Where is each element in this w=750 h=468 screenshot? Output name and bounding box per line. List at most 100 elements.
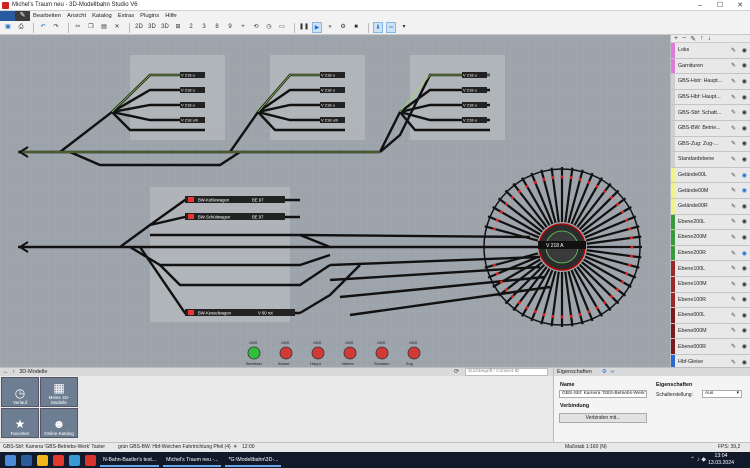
- pin-icon[interactable]: ✎: [730, 141, 736, 148]
- stall-signal[interactable]: [569, 314, 573, 318]
- add-layer-icon[interactable]: +: [674, 35, 679, 42]
- paste-icon[interactable]: ▤: [101, 24, 107, 30]
- copy-icon[interactable]: ❐: [88, 24, 94, 30]
- stall-signal[interactable]: [560, 175, 564, 179]
- tray-icons[interactable]: ⌃ ♪ ◆: [690, 457, 706, 463]
- signal-button[interactable]: [247, 346, 261, 360]
- cut-icon[interactable]: ✂: [75, 24, 81, 30]
- menu-hilfe[interactable]: Hilfe: [165, 13, 177, 19]
- view-2d-button[interactable]: 2D: [135, 24, 143, 30]
- menu-bearbeiten[interactable]: Bearbeiten: [33, 13, 62, 19]
- layer-row[interactable]: Ebene200M✎◉: [671, 230, 750, 246]
- stall-signal[interactable]: [551, 314, 555, 318]
- eye-icon[interactable]: ◉: [741, 281, 747, 288]
- stall-signal[interactable]: [621, 280, 625, 284]
- pin-icon[interactable]: ✎: [730, 266, 736, 273]
- stall-signal[interactable]: [569, 176, 573, 180]
- signal-button[interactable]: [407, 346, 421, 360]
- pin-icon[interactable]: ✎: [730, 172, 736, 179]
- stall-signal[interactable]: [603, 189, 607, 193]
- layer-row[interactable]: Ebene000R✎◉: [671, 339, 750, 355]
- stall-signal[interactable]: [629, 254, 633, 258]
- back-arrow-icon[interactable]: ←: [3, 369, 9, 375]
- layer-row[interactable]: GBS-Sbf: Schatt...✎◉: [671, 105, 750, 121]
- num-button-9[interactable]: 9: [228, 24, 232, 30]
- eye-icon[interactable]: ◉: [741, 47, 747, 54]
- stall-signal[interactable]: [587, 310, 591, 314]
- stall-signal[interactable]: [511, 294, 515, 298]
- edit-layer-icon[interactable]: ✎: [690, 35, 697, 43]
- stall-signal[interactable]: [499, 210, 503, 214]
- stall-signal[interactable]: [492, 263, 496, 267]
- eye-icon[interactable]: ◉: [741, 94, 747, 101]
- stall-signal[interactable]: [495, 218, 499, 222]
- stall-signal[interactable]: [628, 227, 632, 231]
- eye-icon[interactable]: ◉: [741, 78, 747, 85]
- stop-icon[interactable]: ■: [354, 24, 358, 30]
- move-up-icon[interactable]: ↑: [700, 35, 704, 42]
- edge-icon[interactable]: [69, 454, 80, 466]
- clock-icon[interactable]: ◷: [266, 24, 272, 30]
- stall-signal[interactable]: [499, 280, 503, 284]
- stall-signal[interactable]: [517, 301, 521, 305]
- pin-icon[interactable]: ✎: [730, 328, 736, 335]
- eye-icon[interactable]: ◉: [741, 359, 747, 366]
- eye-icon[interactable]: ◉: [741, 266, 747, 273]
- stall-signal[interactable]: [525, 184, 529, 188]
- pin-icon[interactable]: ✎: [730, 234, 736, 241]
- eye-icon[interactable]: ◉: [741, 328, 747, 335]
- layout-canvas[interactable]: BW-Kohlewagen BE 97 BW-Schüttwagen BE 97…: [0, 35, 670, 367]
- layer-row[interactable]: GBS-Hstr: Haupt...✎◉: [671, 74, 750, 90]
- menu-ansicht[interactable]: Ansicht: [67, 13, 87, 19]
- layer-row[interactable]: Hbf-Gleise✎◉: [671, 354, 750, 367]
- train-panel-group[interactable]: [185, 196, 295, 316]
- stall-signal[interactable]: [533, 180, 537, 184]
- layer-row[interactable]: Ebene100M✎◉: [671, 276, 750, 293]
- delete-icon[interactable]: ✕: [114, 24, 120, 30]
- pin-icon[interactable]: ✎: [730, 250, 736, 257]
- stall-signal[interactable]: [587, 180, 591, 184]
- layer-row[interactable]: Gelände00R✎◉: [671, 198, 750, 215]
- layer-row[interactable]: GBS-Hbf: Haupt...✎◉: [671, 89, 750, 106]
- switch-position-select[interactable]: Aus ▾: [702, 390, 742, 398]
- layer-row[interactable]: Ebene100R✎◉: [671, 292, 750, 309]
- settings-icon[interactable]: ⚙: [340, 24, 346, 30]
- signal-button[interactable]: [375, 346, 389, 360]
- pin-icon[interactable]: ✎: [730, 78, 736, 85]
- explorer-icon[interactable]: [37, 454, 48, 466]
- signal-button[interactable]: [311, 346, 325, 360]
- stall-signal[interactable]: [628, 263, 632, 267]
- pin-icon[interactable]: ✎: [730, 281, 736, 288]
- stall-signal[interactable]: [616, 202, 620, 206]
- num-button-plus[interactable]: +: [241, 24, 245, 30]
- stall-signal[interactable]: [492, 227, 496, 231]
- loco-markers[interactable]: V 218 u V 218 u V 218 u V 218 u/h V 218 …: [180, 72, 487, 123]
- stall-signal[interactable]: [578, 177, 582, 181]
- signal-button[interactable]: [279, 346, 293, 360]
- name-field[interactable]: GBS-Sbf: Kamera 'GBS-Betriebs-Werk' T...: [559, 390, 647, 398]
- tile-favoriten[interactable]: ★ Favoriten: [1, 408, 39, 438]
- eye-icon[interactable]: ◉: [741, 219, 747, 226]
- redo-icon[interactable]: ↷: [53, 24, 59, 30]
- signal-button[interactable]: [343, 346, 357, 360]
- pin-icon[interactable]: ✎: [730, 297, 736, 304]
- file-menu-icon[interactable]: [0, 11, 15, 21]
- stall-signal[interactable]: [616, 288, 620, 292]
- link-icon[interactable]: ∞: [610, 369, 615, 375]
- pin-icon[interactable]: ✎: [730, 203, 736, 210]
- rotate-icon[interactable]: ⟲: [253, 24, 259, 30]
- models-search-input[interactable]: Suchbegriff / Content-ID: [465, 368, 548, 376]
- taskview-icon[interactable]: [21, 454, 32, 466]
- eye-icon[interactable]: ◉: [741, 234, 747, 241]
- pin-icon[interactable]: ✎: [730, 188, 736, 195]
- stall-signal[interactable]: [525, 306, 529, 310]
- layer-row[interactable]: Garnituren✎◉: [671, 58, 750, 75]
- stall-signal[interactable]: [504, 288, 508, 292]
- close-icon[interactable]: ✕: [737, 2, 743, 9]
- app-icon[interactable]: [53, 454, 64, 466]
- num-button-3[interactable]: 3: [202, 24, 206, 30]
- stall-signal[interactable]: [629, 236, 633, 240]
- pin-icon[interactable]: ✎: [730, 125, 736, 132]
- turntable-bridge[interactable]: [538, 241, 586, 249]
- layer-row[interactable]: Loks✎◉: [671, 43, 750, 59]
